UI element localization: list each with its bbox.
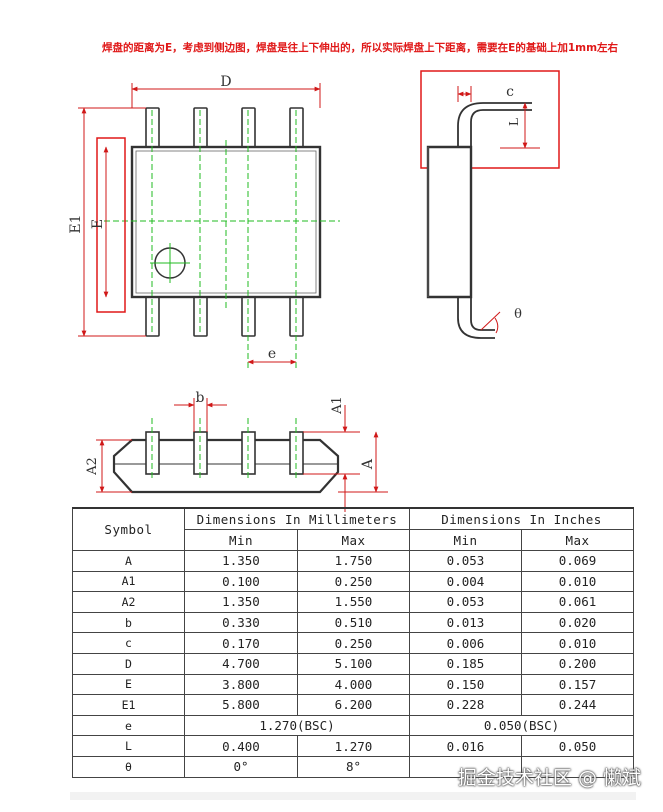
- dim-label-E: E: [90, 219, 106, 229]
- dim-label-L: L: [507, 118, 521, 126]
- dim-label-c: c: [506, 84, 514, 100]
- top-pins: [145, 107, 304, 149]
- dim-label-theta: θ: [514, 307, 522, 322]
- in-max-header: Max: [520, 529, 635, 551]
- mm-max-header: Max: [297, 529, 410, 551]
- front-view: b A1 A A2: [85, 390, 388, 512]
- dim-label-D: D: [220, 74, 231, 90]
- dim-label-A1: A1: [330, 396, 345, 415]
- watermark: 掘金技术社区 @ 懒斌: [457, 767, 641, 789]
- dim-label-E1: E1: [68, 214, 84, 233]
- dim-label-e: e: [268, 346, 276, 362]
- bottom-strip: [70, 792, 636, 800]
- package-drawing: D E1 E e c L θ: [68, 70, 560, 512]
- side-view: c L θ: [420, 70, 560, 339]
- dim-label-A: A: [360, 458, 376, 470]
- c-L-highlight-box: [420, 70, 560, 169]
- pad-distance-note: 焊盘的距离为E，考虑到侧边图，焊盘是往上下伸出的，所以实际焊盘上下距离，需要在E…: [101, 42, 619, 54]
- E-highlight-box: [96, 137, 126, 313]
- in-min-header: Min: [409, 529, 522, 551]
- top-view-centerlines: [104, 110, 340, 370]
- bottom-pins: [145, 295, 304, 337]
- top-view: D E1 E e: [68, 74, 340, 370]
- dim-label-b: b: [196, 390, 205, 406]
- symbol-header: Symbol: [72, 507, 185, 551]
- dim-label-A2: A2: [85, 457, 100, 476]
- mm-min-header: Min: [184, 529, 298, 551]
- mm-header: Dimensions In Millimeters: [184, 507, 410, 530]
- dimensions-table: Symbol Dimensions In Millimeters Dimensi…: [72, 507, 635, 778]
- inch-header: Dimensions In Inches: [408, 507, 635, 530]
